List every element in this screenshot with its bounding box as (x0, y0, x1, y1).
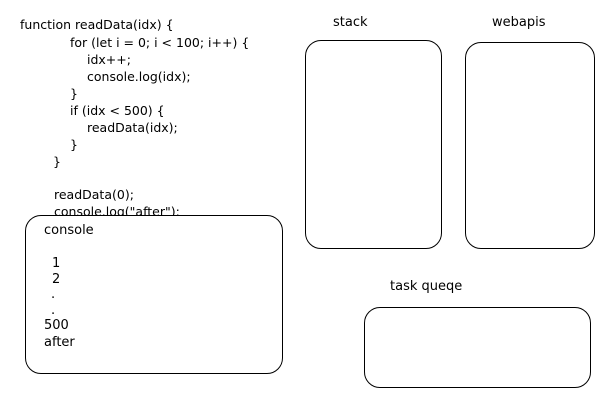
webapis-box (465, 42, 595, 249)
console-title: console (44, 223, 94, 238)
console-output-line: 1 (52, 256, 61, 271)
console-output-line: 2 (52, 272, 61, 287)
code-line: for (let i = 0; i < 100; i++) { (70, 35, 250, 50)
code-line: readData(0); (54, 187, 134, 202)
code-line: } (70, 86, 78, 101)
code-line: } (53, 154, 61, 169)
webapis-label: webapis (492, 15, 546, 30)
code-line: readData(idx); (87, 120, 178, 135)
stack-label: stack (333, 15, 368, 30)
console-output-line: . (51, 287, 56, 302)
stack-box (305, 40, 442, 249)
console-output-line: 500 (44, 318, 69, 333)
code-line: idx++; (87, 52, 131, 67)
code-line: if (idx < 500) { (70, 103, 165, 118)
task-queue-box (364, 307, 591, 388)
console-output-line: . (51, 303, 56, 318)
console-output-line: after (44, 335, 75, 350)
code-line: function readData(idx) { (20, 17, 174, 32)
console-panel (25, 215, 283, 374)
code-line: console.log(idx); (87, 69, 191, 84)
task-queue-label: task queqe (390, 279, 463, 294)
code-line: } (70, 137, 78, 152)
